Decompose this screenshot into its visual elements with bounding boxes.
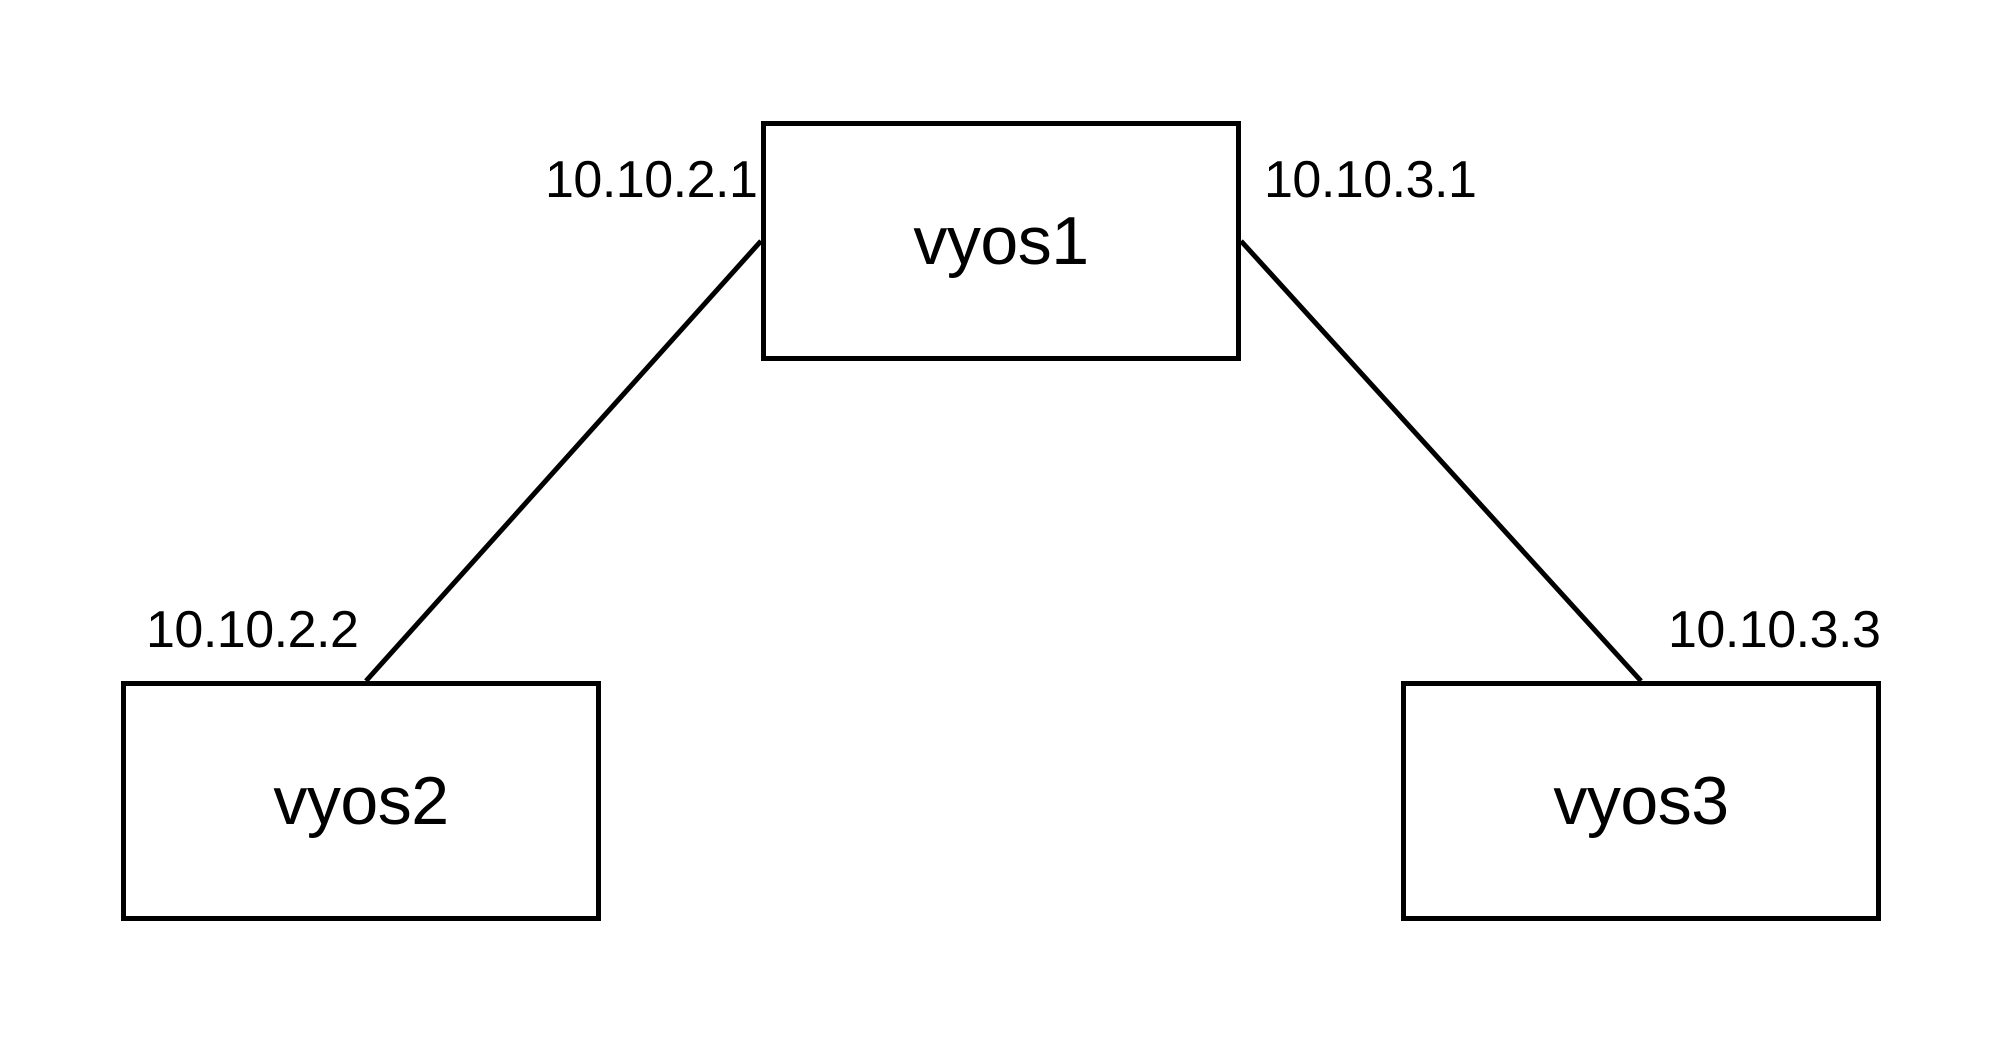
node-vyos3[interactable]: vyos3	[1401, 681, 1881, 921]
node-vyos2-label: vyos2	[273, 763, 449, 839]
edge-vyos1-vyos2	[364, 239, 763, 683]
edge-vyos1-vyos3	[1239, 239, 1643, 683]
interface-label-vyos1-left: 10.10.2.1	[545, 151, 758, 209]
interface-label-vyos1-right: 10.10.3.1	[1264, 151, 1477, 209]
node-vyos2[interactable]: vyos2	[121, 681, 601, 921]
node-vyos1[interactable]: vyos1	[761, 121, 1241, 361]
interface-label-vyos3-right: 10.10.3.3	[1668, 601, 1881, 659]
node-vyos3-label: vyos3	[1553, 763, 1729, 839]
node-vyos1-label: vyos1	[913, 203, 1089, 279]
interface-label-vyos2-left: 10.10.2.2	[146, 601, 359, 659]
